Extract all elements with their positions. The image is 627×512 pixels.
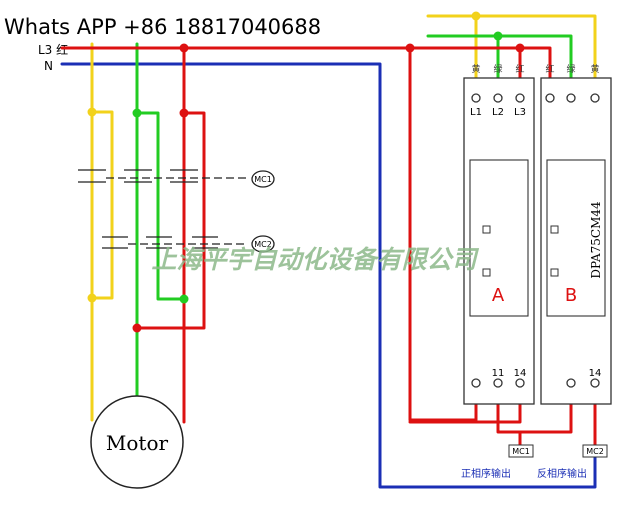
- color-label: 红: [515, 63, 524, 75]
- junction-dot: [515, 43, 525, 53]
- coil-mc1: MC1: [251, 170, 275, 188]
- junction-dot: [493, 31, 503, 41]
- terminal: [590, 93, 600, 103]
- color-label: 红: [545, 63, 554, 75]
- wire-green-top: [426, 34, 573, 100]
- contact-text: Whats APP +86 18817040688: [4, 15, 321, 39]
- terminal: [471, 378, 481, 388]
- contactor-mc2-contacts: [102, 236, 248, 249]
- coil-mc2-label: MC2: [254, 240, 272, 249]
- motor-label: Motor: [106, 431, 169, 455]
- junction-dot: [132, 108, 142, 118]
- junction-dot: [87, 293, 97, 303]
- module-terminals-top: [471, 93, 600, 103]
- wire-red-mc1: [496, 383, 522, 447]
- watermark: 上海平宇自动化设备有限公司: [151, 245, 479, 274]
- contactor-mc1-contacts: [78, 169, 248, 183]
- unit-b-label: B: [565, 285, 577, 306]
- terminal: [566, 93, 576, 103]
- reverse-output-label: 反相序输出: [537, 467, 587, 480]
- junction-dot: [179, 294, 189, 304]
- terminal: [515, 93, 525, 103]
- wire-yellow-top: [426, 14, 597, 100]
- wire-red-loop: [135, 111, 206, 330]
- terminal-label: L3: [514, 107, 526, 118]
- terminal: [493, 378, 503, 388]
- terminal-label: L2: [492, 107, 504, 118]
- coil-mc2: MC2: [251, 235, 275, 253]
- terminal-label: L1: [470, 107, 482, 118]
- module-terminal-labels-bottom: 11 14 14: [492, 368, 602, 379]
- color-label: 绿: [493, 63, 502, 75]
- terminal: [471, 93, 481, 103]
- unit-a-label: A: [492, 285, 505, 306]
- junction-dot: [179, 108, 189, 118]
- n-label: N: [44, 59, 53, 73]
- junction-dot: [87, 107, 97, 117]
- module-terminal-labels-top: L1 L2 L3: [470, 107, 526, 118]
- module-terminals-bottom: [471, 378, 600, 388]
- module-color-labels: 黄 绿 红 红 绿 黄: [471, 63, 599, 75]
- terminal: [515, 378, 525, 388]
- terminal-label: 14: [514, 368, 527, 379]
- forward-output-label: 正相序输出: [461, 467, 511, 480]
- output-tag-mc2: MC2: [582, 444, 608, 458]
- output-tag-mc1: MC1: [508, 444, 534, 458]
- junction-dot: [471, 11, 481, 21]
- wire-neutral: [60, 62, 597, 489]
- terminal: [545, 93, 555, 103]
- module-unit-b: B DPA75CM44: [540, 77, 612, 405]
- color-label: 黄: [471, 63, 480, 75]
- mc1-tag-label: MC1: [512, 447, 530, 456]
- l3-label: L3 红: [38, 42, 68, 57]
- junction-dot: [179, 43, 189, 53]
- mc2-tag-label: MC2: [586, 447, 604, 456]
- junction-dot: [405, 43, 415, 53]
- terminal-label: 11: [492, 368, 505, 379]
- terminal: [493, 93, 503, 103]
- model-label: DPA75CM44: [589, 201, 603, 279]
- wire-yellow-loop: [90, 110, 114, 300]
- coil-mc1-label: MC1: [254, 175, 272, 184]
- terminal: [566, 378, 576, 388]
- motor: Motor: [90, 395, 184, 489]
- module-unit-a: A: [463, 77, 535, 405]
- terminal-label: 14: [589, 368, 602, 379]
- color-label: 绿: [566, 63, 575, 75]
- wire-green-loop: [135, 111, 187, 301]
- terminal: [590, 378, 600, 388]
- junction-dots: [87, 11, 525, 333]
- junction-dot: [132, 323, 142, 333]
- color-label: 黄: [590, 63, 599, 75]
